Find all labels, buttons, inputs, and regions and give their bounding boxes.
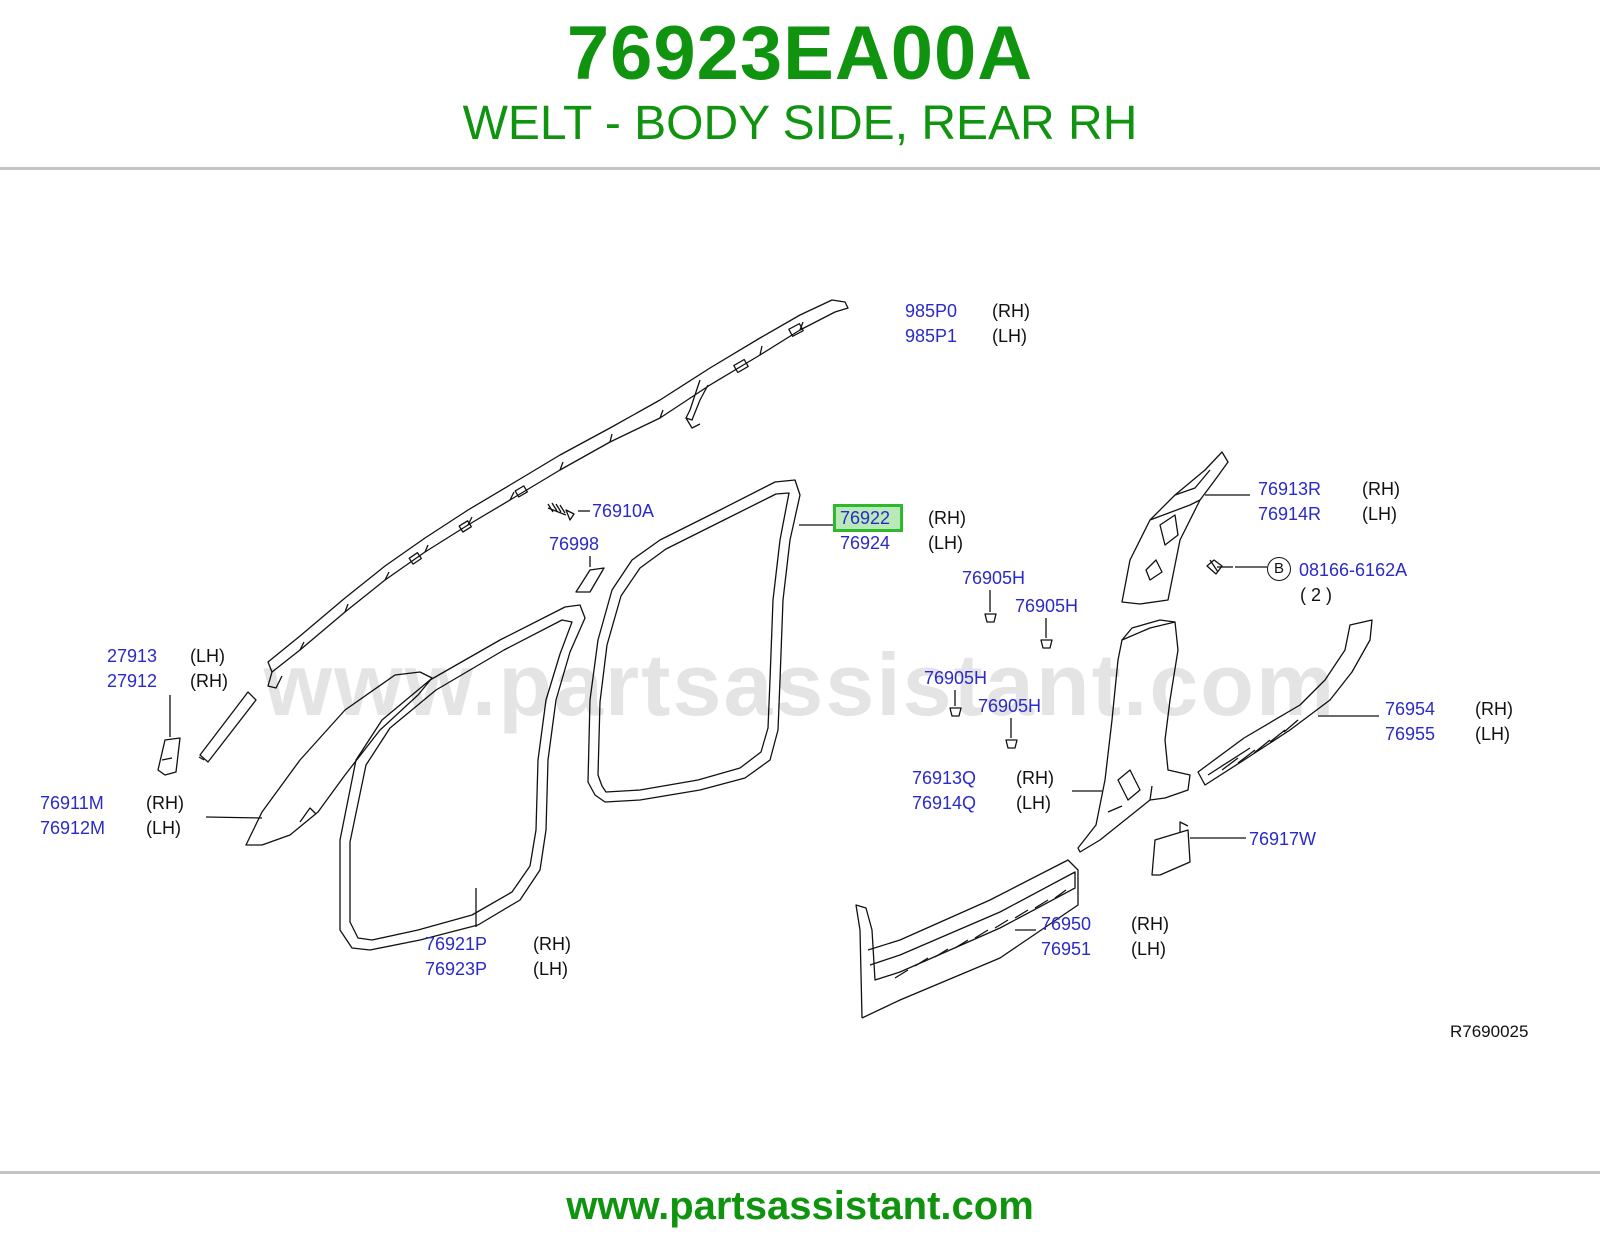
front-kicking-plate xyxy=(855,859,1079,1019)
callout-76924[interactable]: 76924 xyxy=(840,533,891,553)
callout-76950-side: (RH) xyxy=(1131,914,1169,934)
bolt-marker-b: B xyxy=(1267,557,1291,581)
callout-76905h-4[interactable]: 76905H xyxy=(978,696,1042,716)
screw-76910a xyxy=(547,502,590,521)
rear-kicking-plate xyxy=(1197,619,1379,786)
callout-76951[interactable]: 76951 xyxy=(1041,939,1092,959)
callout-76914q-side: (LH) xyxy=(1016,793,1051,813)
callout-76922-side: (RH) xyxy=(928,508,966,528)
callout-08166-6162a[interactable]: 08166-6162A xyxy=(1299,560,1408,580)
part-description: WELT - BODY SIDE, REAR RH xyxy=(462,97,1138,150)
header-divider xyxy=(0,167,1600,170)
bolt-08166 xyxy=(1206,559,1267,575)
front-door-welt xyxy=(339,604,586,951)
bolt-quantity: ( 2 ) xyxy=(1300,585,1333,605)
page-header: 76923EA00A WELT - BODY SIDE, REAR RH xyxy=(0,0,1600,170)
callout-76923p-side: (LH) xyxy=(533,959,568,979)
diagram-reference-code: R7690025 xyxy=(1450,1022,1529,1041)
callout-76921p-side: (RH) xyxy=(533,934,571,954)
callout-76905h-3[interactable]: 76905H xyxy=(924,668,988,688)
rear-pillar-upper xyxy=(1121,451,1250,605)
callout-76924-side: (LH) xyxy=(928,533,963,553)
callout-76917w[interactable]: 76917W xyxy=(1249,829,1317,849)
front-pillar-garnish xyxy=(205,671,433,846)
callout-76913q-side: (RH) xyxy=(1016,768,1054,788)
callout-76950[interactable]: 76950 xyxy=(1041,914,1092,934)
part-number-title: 76923EA00A xyxy=(566,11,1034,96)
clip-27913 xyxy=(198,691,257,763)
roof-rail-airbag xyxy=(267,299,849,689)
callout-76914r[interactable]: 76914R xyxy=(1258,504,1322,524)
callout-985p0[interactable]: 985P0 xyxy=(905,301,958,321)
center-pillar-lower xyxy=(1072,619,1191,853)
callout-76955-side: (LH) xyxy=(1475,724,1510,744)
bracket-27913 xyxy=(157,695,181,776)
callout-76954[interactable]: 76954 xyxy=(1385,699,1436,719)
callout-76911m-side: (RH) xyxy=(146,793,184,813)
clips-76905h xyxy=(949,590,1053,749)
callout-76910a[interactable]: 76910A xyxy=(592,501,655,521)
callout-76922[interactable]: 76922 xyxy=(840,508,891,528)
callout-27912[interactable]: 27912 xyxy=(107,671,158,691)
callout-76913r-side: (RH) xyxy=(1362,479,1400,499)
footer-url[interactable]: www.partsassistant.com xyxy=(566,1184,1034,1228)
callout-985p1-side: (LH) xyxy=(992,326,1027,346)
callout-76951-side: (LH) xyxy=(1131,939,1166,959)
footer-divider xyxy=(0,1171,1600,1174)
callout-76912m[interactable]: 76912M xyxy=(40,818,106,838)
callout-76914q[interactable]: 76914Q xyxy=(912,793,977,813)
callout-985p1[interactable]: 985P1 xyxy=(905,326,958,346)
callout-27913[interactable]: 27913 xyxy=(107,646,158,666)
callout-76921p[interactable]: 76921P xyxy=(425,934,488,954)
callout-27912-side: (RH) xyxy=(190,671,228,691)
callout-76911m[interactable]: 76911M xyxy=(40,793,104,813)
cap-76917w xyxy=(1151,821,1246,876)
callout-76954-side: (RH) xyxy=(1475,699,1513,719)
patch-76998 xyxy=(575,556,605,593)
callout-985p0-side: (RH) xyxy=(992,301,1030,321)
callout-76923p[interactable]: 76923P xyxy=(425,959,488,979)
callout-76955[interactable]: 76955 xyxy=(1385,724,1436,744)
callout-76905h-2[interactable]: 76905H xyxy=(1015,596,1079,616)
callout-76998[interactable]: 76998 xyxy=(549,534,600,554)
highlight-box xyxy=(833,504,903,532)
callout-76905h-1[interactable]: 76905H xyxy=(962,568,1026,588)
callout-76914r-side: (LH) xyxy=(1362,504,1397,524)
callout-27913-side: (LH) xyxy=(190,646,225,666)
callout-76912m-side: (LH) xyxy=(146,818,181,838)
rear-door-welt xyxy=(587,479,836,803)
callout-76913q[interactable]: 76913Q xyxy=(912,768,977,788)
callout-76913r[interactable]: 76913R xyxy=(1258,479,1322,499)
